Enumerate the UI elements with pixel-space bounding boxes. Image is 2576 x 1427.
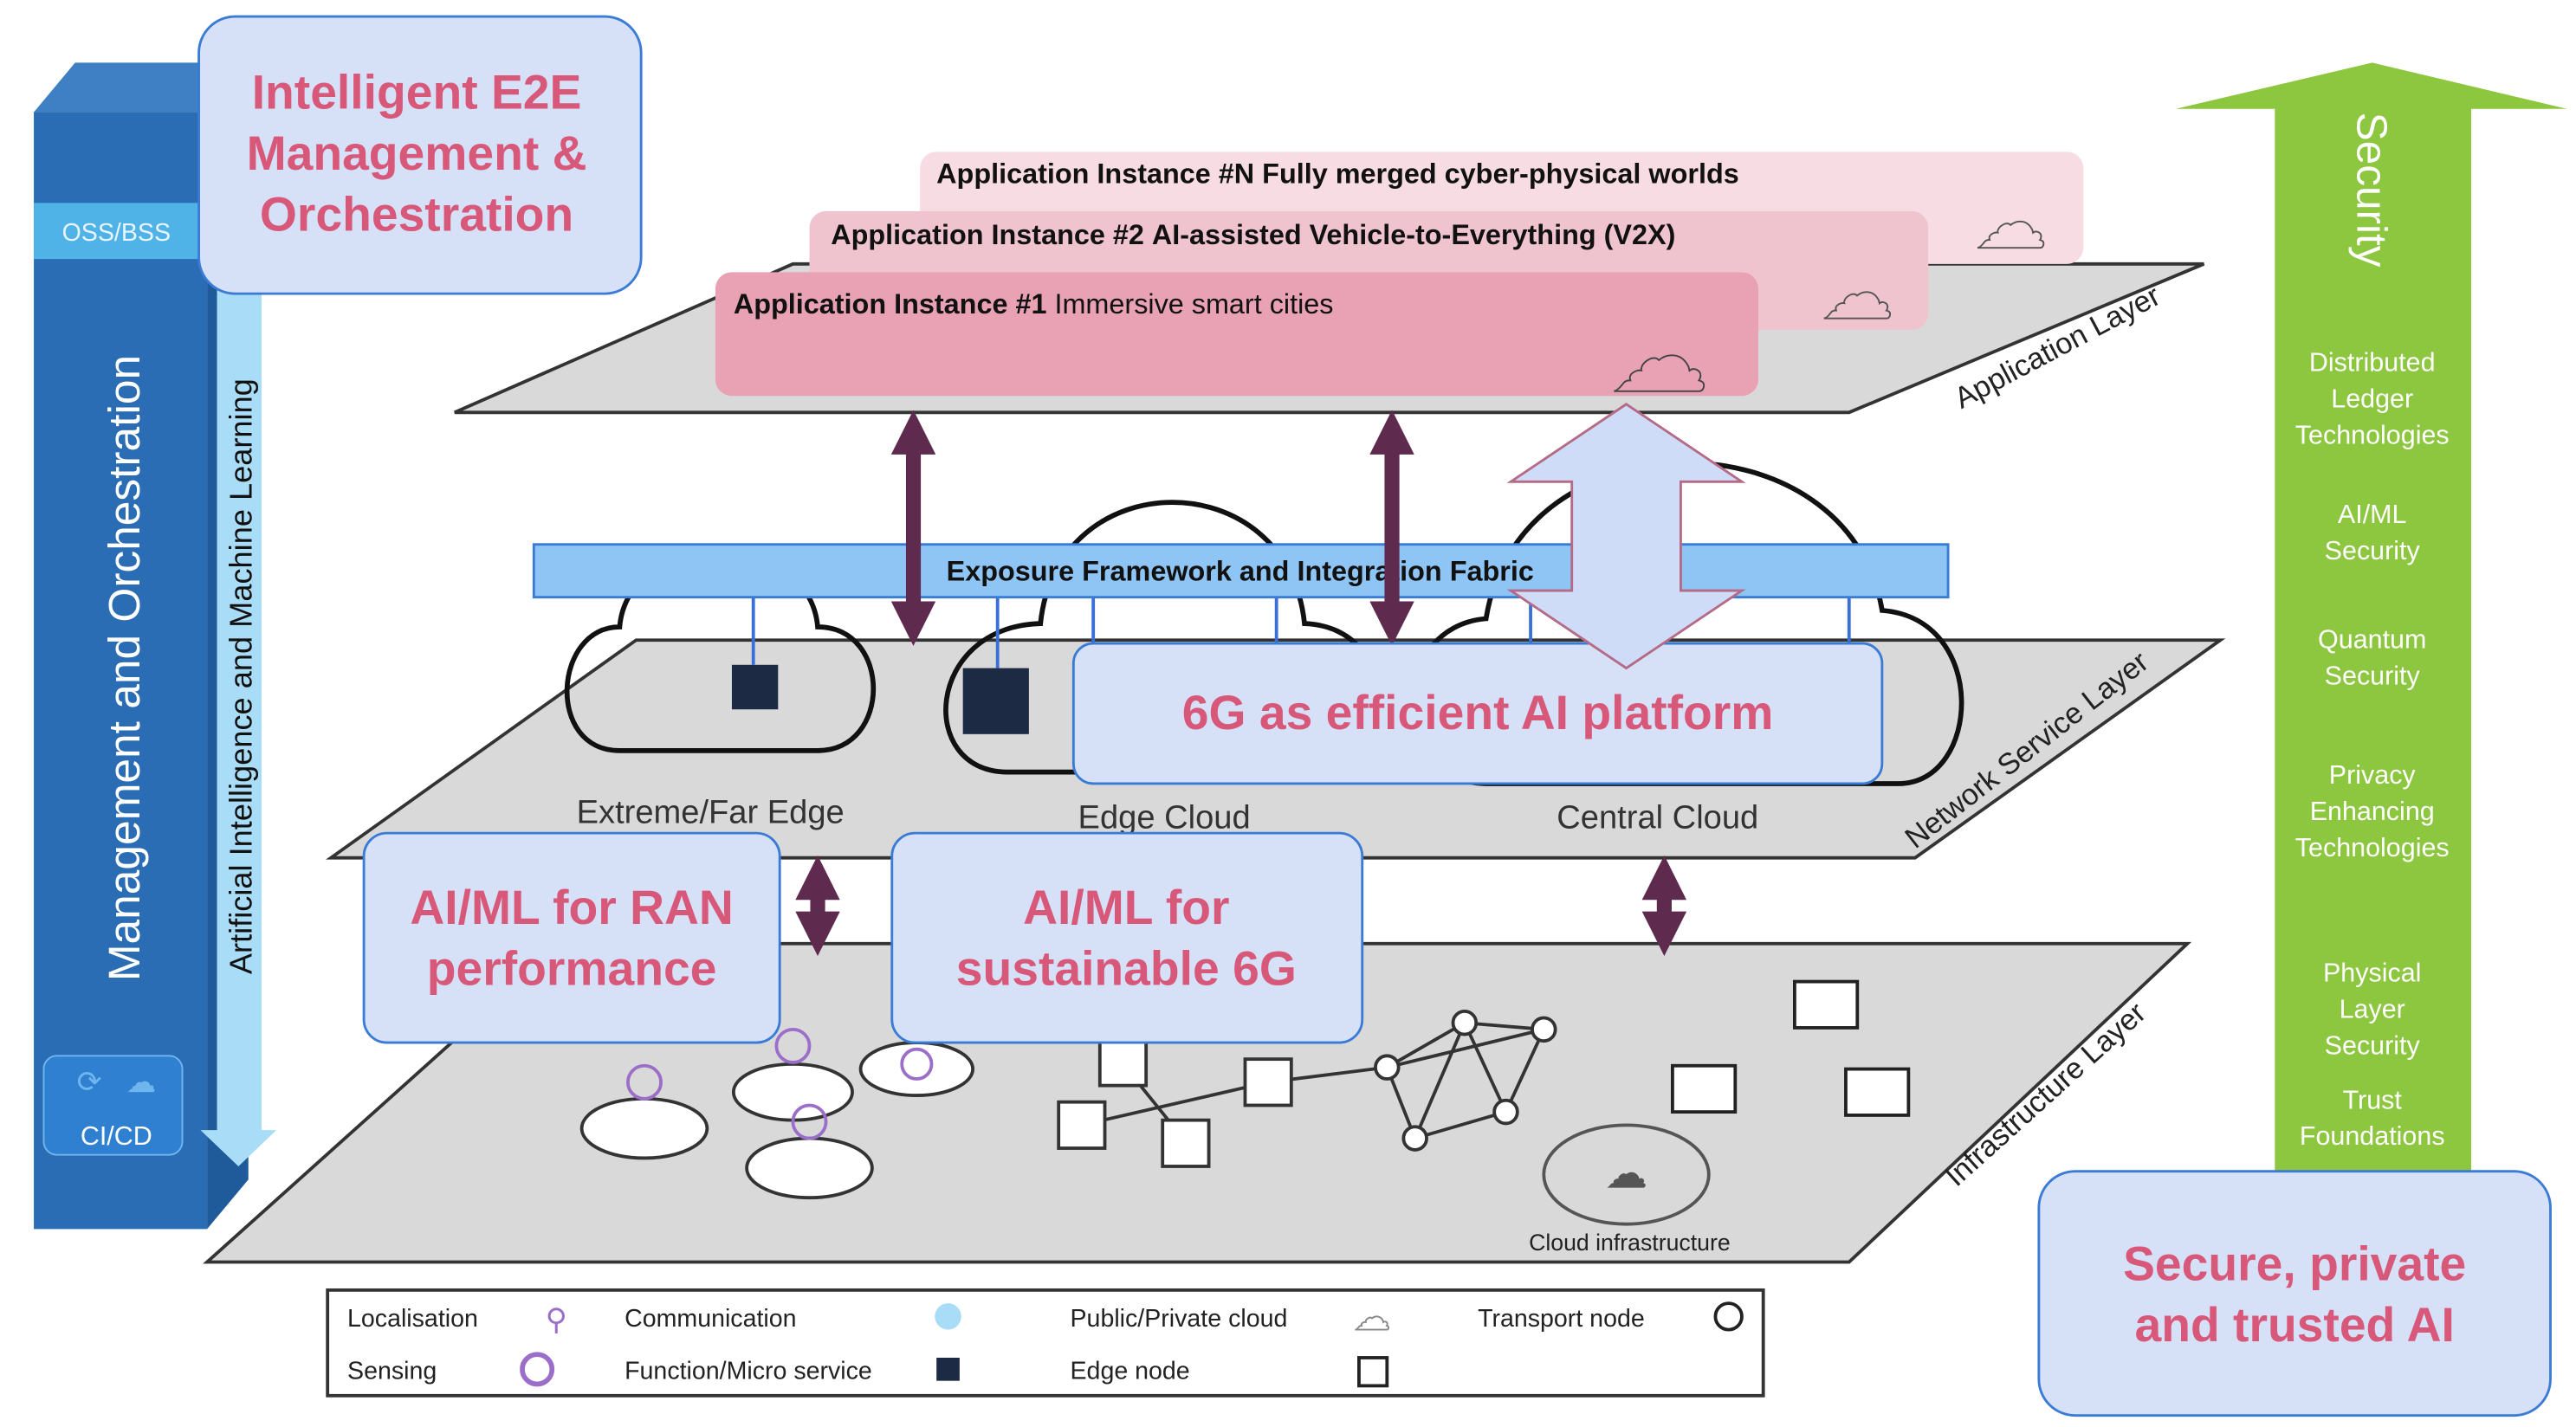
- cyber-physical-cloud-icon: ☁: [1975, 182, 2048, 263]
- central-cloud-label: Central Cloud: [1557, 799, 1758, 836]
- ai-ml-arrow: Artificial Intelligence and Machine Lear…: [200, 280, 277, 1166]
- sensing-icon: [626, 1027, 934, 1140]
- legend-cloud: Public/Private cloud: [1071, 1305, 1288, 1333]
- legend: Localisation ⚲ Communication Public/Priv…: [326, 1288, 1765, 1398]
- switch-nodes: [1671, 979, 1911, 1117]
- e2e-line-2: Management &: [247, 126, 587, 180]
- interlayer-arrows: [795, 410, 1687, 957]
- security-title: Security: [2348, 113, 2396, 268]
- cicd-label: CI/CD: [81, 1121, 152, 1151]
- svg-text:and trusted AI: and trusted AI: [2134, 1298, 2454, 1352]
- svg-text:Application Instance #2 AI-ass: Application Instance #2 AI-assisted Vehi…: [831, 219, 1675, 250]
- exposure-fabric-bar: [532, 543, 1950, 599]
- svg-text:Enhancing: Enhancing: [2310, 797, 2435, 826]
- vehicle-cloud-icon: ☁: [1821, 253, 1893, 334]
- svg-text:Physical: Physical: [2323, 959, 2421, 988]
- edge-cloud-label: Edge Cloud: [1078, 799, 1251, 836]
- ai-ml-label: Artificial Intelligence and Machine Lear…: [223, 378, 259, 974]
- svg-text:Technologies: Technologies: [2295, 420, 2450, 449]
- svg-text:Quantum: Quantum: [2318, 625, 2426, 655]
- transport-node-icon: [1713, 1301, 1744, 1332]
- function-service-icon: [936, 1357, 960, 1381]
- e2e-line-3: Orchestration: [260, 188, 573, 242]
- legend-edge-node: Edge node: [1071, 1358, 1190, 1385]
- svg-text:Application Instance #1 Immers: Application Instance #1 Immersive smart …: [734, 288, 1334, 320]
- ai-platform-callout: [1071, 642, 1884, 785]
- legend-localisation: Localisation: [347, 1305, 478, 1333]
- legend-transport-node: Transport node: [1478, 1305, 1645, 1333]
- management-orchestration-label: Management and Orchestration: [99, 355, 149, 981]
- application-layer: Application Layer Application Instance #…: [454, 152, 2205, 416]
- function-service-icon: [731, 664, 779, 710]
- smart-city-cloud-icon: ☁: [1610, 303, 1709, 413]
- svg-text:Distributed: Distributed: [2309, 348, 2436, 378]
- edge-node-icon: [1357, 1356, 1389, 1388]
- app-instance-1: Application Instance #1 Immersive smart …: [715, 272, 1758, 413]
- cloud-infrastructure-label: Cloud infrastructure: [1529, 1230, 1731, 1256]
- cloud-upload-icon: ☁: [126, 1066, 156, 1099]
- svg-text:AI/ML: AI/ML: [2338, 500, 2407, 529]
- svg-text:Ledger: Ledger: [2331, 384, 2413, 414]
- refresh-icon: ⟳: [77, 1066, 102, 1099]
- exposure-fabric-label: Exposure Framework and Integration Fabri…: [947, 556, 1534, 587]
- location-pin-icon: ⚲: [546, 1304, 567, 1337]
- security-item-aiml: AI/ML Security: [2325, 500, 2421, 565]
- function-service-icon: [962, 668, 1029, 734]
- sustainable-callout: AI/ML for sustainable 6G: [890, 831, 1364, 1044]
- legend-function-service: Function/Micro service: [625, 1358, 872, 1385]
- svg-text:Security: Security: [2325, 536, 2421, 565]
- cloud-icon: ☁: [1354, 1297, 1390, 1338]
- svg-text:AI/ML for RAN: AI/ML for RAN: [410, 881, 733, 934]
- oss-bss-band: [34, 203, 208, 260]
- oss-bss-label: OSS/BSS: [62, 219, 171, 247]
- svg-text:Technologies: Technologies: [2295, 833, 2450, 862]
- svg-text:Foundations: Foundations: [2300, 1121, 2445, 1151]
- e2e-callout: Intelligent E2E Management & Orchestrati…: [197, 15, 643, 295]
- legend-sensing: Sensing: [347, 1358, 437, 1385]
- svg-text:Security: Security: [2325, 662, 2421, 691]
- svg-text:Trust: Trust: [2343, 1085, 2403, 1114]
- svg-text:Secure, private: Secure, private: [2123, 1237, 2466, 1290]
- secure-ai-callout: Secure, private and trusted AI: [2037, 1170, 2552, 1417]
- e2e-line-1: Intelligent E2E: [252, 66, 582, 119]
- svg-text:Layer: Layer: [2340, 995, 2405, 1024]
- radio-cells: [579, 1041, 975, 1200]
- svg-text:performance: performance: [427, 941, 717, 995]
- far-edge-label: Extreme/Far Edge: [577, 795, 845, 831]
- management-orchestration-block: OSS/BSS Management and Orchestration Art…: [34, 62, 277, 1230]
- ai-platform-double-arrow: [1506, 403, 1746, 670]
- cicd-box: [42, 1055, 184, 1156]
- svg-text:AI/ML for: AI/ML for: [1023, 881, 1229, 934]
- transport-mesh: [1057, 1009, 1557, 1168]
- svg-text:☁: ☁: [1605, 1150, 1648, 1198]
- svg-text:Security: Security: [2325, 1030, 2421, 1060]
- cloud-infrastructure-icon: ☁ Cloud infrastructure: [1529, 1123, 1731, 1256]
- ai-platform-label: 6G as efficient AI platform: [1182, 686, 1774, 739]
- svg-text:Application Instance #N Fully: Application Instance #N Fully merged cyb…: [936, 158, 1739, 189]
- svg-text:Privacy: Privacy: [2329, 760, 2417, 790]
- communication-icon: [935, 1303, 961, 1330]
- legend-communication: Communication: [625, 1305, 796, 1333]
- svg-text:sustainable 6G: sustainable 6G: [956, 941, 1297, 995]
- ran-callout: AI/ML for RAN performance: [362, 831, 781, 1044]
- sensing-icon: [520, 1352, 555, 1387]
